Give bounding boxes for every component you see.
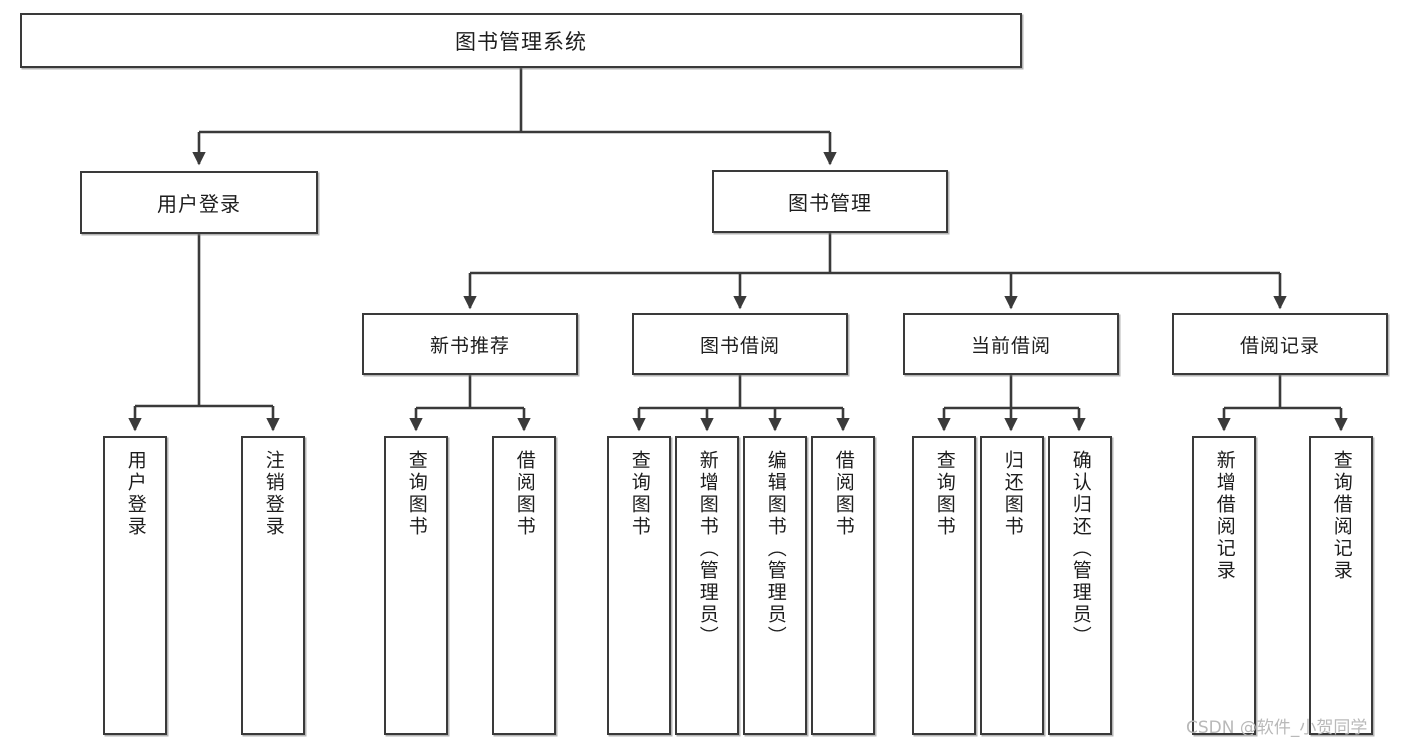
node-new-book-recommend-label: 新书推荐	[429, 334, 510, 357]
node-leaf-user-logout-label: 注销登录	[262, 450, 285, 538]
node-leaf-user-logout[interactable]: 注销登录	[241, 436, 305, 735]
node-leaf-add-record[interactable]: 新增借阅记录	[1192, 436, 1256, 735]
node-book-management[interactable]: 图书管理	[712, 170, 948, 233]
leaf-inner: 用户登录	[105, 450, 165, 538]
node-leaf-query-record[interactable]: 查询借阅记录	[1309, 436, 1373, 735]
node-leaf-query-book-3-label: 查询图书	[933, 450, 956, 538]
node-user-login-label: 用户登录	[157, 192, 241, 216]
node-borrow-record[interactable]: 借阅记录	[1172, 313, 1388, 375]
node-leaf-query-book-3[interactable]: 查询图书	[912, 436, 976, 735]
node-leaf-add-book-label: 新增图书（管理员）	[696, 450, 719, 648]
node-leaf-add-book[interactable]: 新增图书（管理员）	[675, 436, 739, 735]
node-new-book-recommend[interactable]: 新书推荐	[362, 313, 578, 375]
node-leaf-query-book-2[interactable]: 查询图书	[607, 436, 671, 735]
node-book-borrow-label: 图书借阅	[699, 334, 780, 357]
node-borrow-record-label: 借阅记录	[1239, 334, 1320, 357]
node-leaf-return-book-label: 归还图书	[1001, 450, 1024, 538]
watermark-label: CSDN @软件_小贺同学	[1186, 718, 1368, 738]
leaf-inner: 注销登录	[243, 450, 303, 538]
node-book-borrow[interactable]: 图书借阅	[632, 313, 848, 375]
leaf-inner: 查询借阅记录	[1311, 450, 1371, 582]
node-leaf-return-book[interactable]: 归还图书	[980, 436, 1044, 735]
node-leaf-borrow-book-2-label: 借阅图书	[832, 450, 855, 538]
leaf-inner: 查询图书	[609, 450, 669, 538]
node-current-borrow[interactable]: 当前借阅	[903, 313, 1119, 375]
leaf-inner: 归还图书	[982, 450, 1042, 538]
leaf-inner: 借阅图书	[494, 450, 554, 538]
leaf-inner: 新增图书（管理员）	[677, 450, 737, 648]
node-leaf-confirm-return[interactable]: 确认归还（管理员）	[1048, 436, 1112, 735]
node-leaf-edit-book[interactable]: 编辑图书（管理员）	[743, 436, 807, 735]
node-leaf-borrow-book-1[interactable]: 借阅图书	[492, 436, 556, 735]
node-user-login[interactable]: 用户登录	[80, 171, 318, 234]
node-leaf-user-login-label: 用户登录	[124, 450, 147, 538]
leaf-inner: 查询图书	[914, 450, 974, 538]
node-leaf-query-record-label: 查询借阅记录	[1330, 450, 1353, 582]
leaf-inner: 编辑图书（管理员）	[745, 450, 805, 648]
leaf-inner: 确认归还（管理员）	[1050, 450, 1110, 648]
node-leaf-borrow-book-2[interactable]: 借阅图书	[811, 436, 875, 735]
leaf-inner: 借阅图书	[813, 450, 873, 538]
node-leaf-query-book-2-label: 查询图书	[628, 450, 651, 538]
node-root-system[interactable]: 图书管理系统	[20, 13, 1022, 68]
node-leaf-query-book-1[interactable]: 查询图书	[384, 436, 448, 735]
node-root-label: 图书管理系统	[455, 29, 587, 54]
node-book-management-label: 图书管理	[788, 191, 872, 215]
leaf-inner: 新增借阅记录	[1194, 450, 1254, 582]
leaf-inner: 查询图书	[386, 450, 446, 538]
node-leaf-query-book-1-label: 查询图书	[405, 450, 428, 538]
node-leaf-user-login[interactable]: 用户登录	[103, 436, 167, 735]
node-leaf-borrow-book-1-label: 借阅图书	[513, 450, 536, 538]
node-leaf-confirm-return-label: 确认归还（管理员）	[1069, 450, 1092, 648]
node-leaf-add-record-label: 新增借阅记录	[1213, 450, 1236, 582]
node-current-borrow-label: 当前借阅	[970, 334, 1051, 357]
node-leaf-edit-book-label: 编辑图书（管理员）	[764, 450, 787, 648]
